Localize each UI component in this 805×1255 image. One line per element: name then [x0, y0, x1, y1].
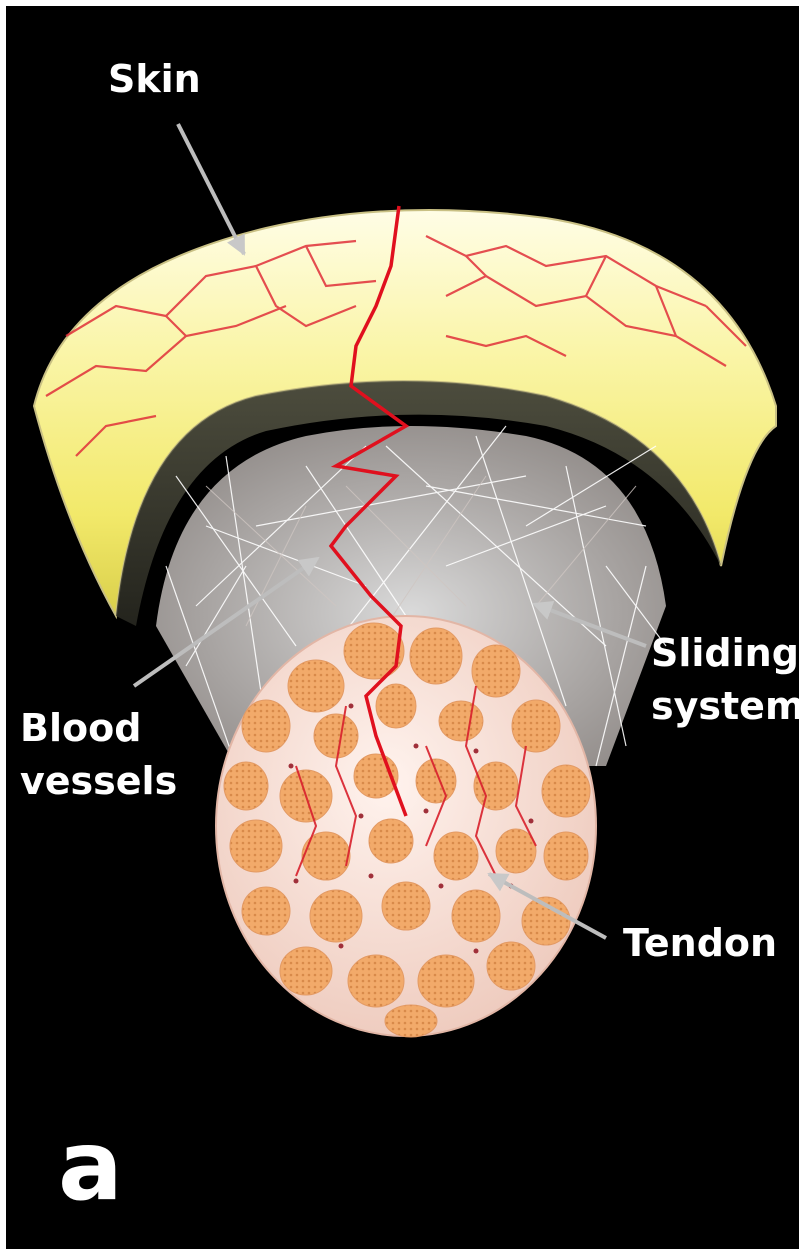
- sliding-system-label-line2: system: [651, 681, 799, 731]
- tendon-cross-section: [216, 616, 596, 1037]
- tendon-label: Tendon: [623, 918, 777, 968]
- blood-vessels-label-line2: vessels: [20, 756, 177, 806]
- skin-arrow: [178, 124, 244, 254]
- blood-vessels-label-line1: Blood: [20, 703, 141, 753]
- skin-label: Skin: [108, 54, 201, 104]
- sliding-system-label-line1: Sliding: [651, 628, 799, 678]
- panel-letter: a: [58, 1116, 123, 1216]
- figure-panel: Skin Blood vessels Sliding system Tendon…: [6, 6, 799, 1249]
